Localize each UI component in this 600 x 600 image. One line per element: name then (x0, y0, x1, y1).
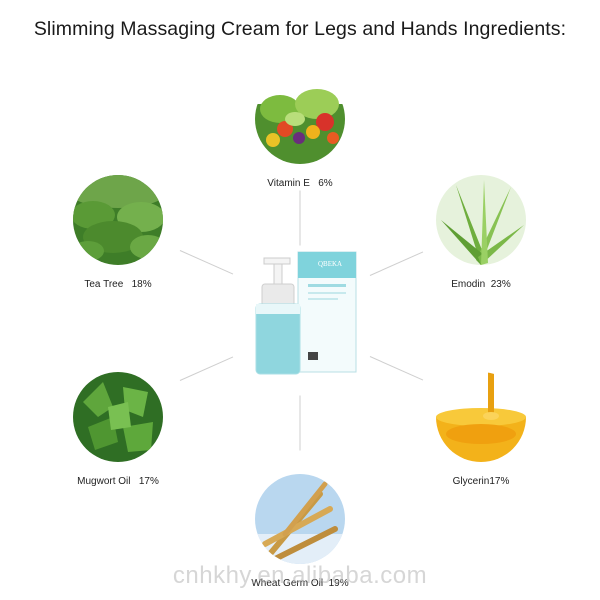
product-brand: QBEKA (318, 260, 343, 268)
ingredient-glycerin: Glycerin17% (426, 372, 536, 487)
ingredient-tea-tree: Tea Tree 18% (63, 175, 173, 290)
connector-line-upper-left (179, 250, 234, 275)
ingredient-mugwort-oil: Mugwort Oil 17% (63, 372, 173, 487)
ingredient-wheat-germ-oil: Wheat Germ Oil 19% (245, 474, 355, 589)
connector-line-top (299, 190, 301, 246)
honey-icon (436, 372, 526, 462)
tea-plant-icon (73, 175, 163, 265)
ingredient-emodin: Emodin 23% (426, 175, 536, 290)
product-image: QBEKA (238, 248, 364, 380)
page-title: Slimming Massaging Cream for Legs and Ha… (33, 18, 567, 40)
ingredient-label-emodin: Emodin 23% (451, 279, 511, 290)
connector-line-bottom (299, 395, 301, 451)
vegetables-icon (255, 74, 345, 164)
connector-line-upper-right (369, 251, 424, 276)
ingredient-label-mugwort-oil: Mugwort Oil 17% (77, 476, 159, 487)
connector-line-lower-left (179, 356, 234, 381)
ingredient-label-vitamin-e: Vitamin E 6% (267, 178, 333, 189)
ingredient-label-glycerin: Glycerin17% (452, 476, 510, 487)
aloe-icon (436, 175, 526, 265)
ingredient-label-wheat-germ-oil: Wheat Germ Oil 19% (251, 578, 349, 589)
ingredient-vitamin-e: Vitamin E 6% (245, 74, 355, 189)
watermark: cnhkhy.en.alibaba.com (172, 562, 428, 589)
mugwort-icon (73, 372, 163, 462)
connector-line-lower-right (369, 356, 424, 381)
ingredient-label-tea-tree: Tea Tree 18% (84, 279, 152, 290)
wheat-icon (255, 474, 345, 564)
